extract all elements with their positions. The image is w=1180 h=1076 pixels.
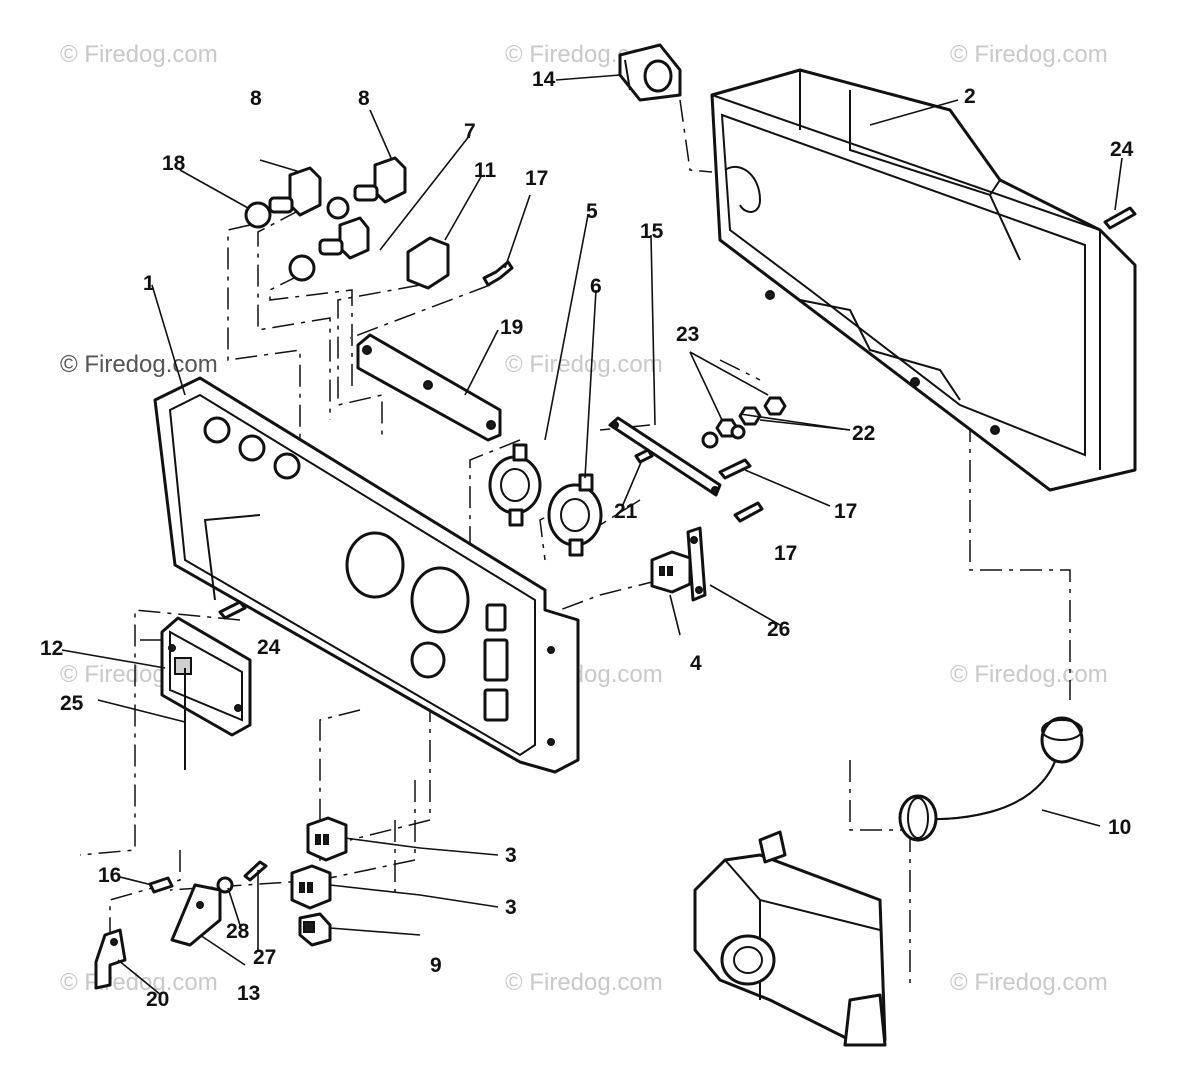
callout-3: 3	[505, 896, 517, 919]
washer-28	[216, 876, 234, 894]
callout-2: 2	[964, 85, 976, 108]
watermark: © Firedog.com	[505, 351, 663, 378]
gasket-plate-12	[160, 616, 252, 770]
callout-28: 28	[226, 920, 250, 943]
callout-18: 18	[162, 152, 186, 175]
callout-27: 27	[253, 946, 276, 969]
block-11	[406, 236, 450, 290]
callout-8: 8	[250, 87, 262, 110]
callout-labels: 1 2 3 3 4 5 6 7 8 8 9 10 11 12 13 14 15 …	[40, 68, 1134, 1011]
callout-24: 24	[257, 636, 281, 659]
watermark: © Firedog.com	[60, 351, 218, 378]
callout-26: 26	[767, 618, 790, 641]
callout-14: 14	[532, 68, 556, 91]
watermark: © Firedog.com	[60, 41, 218, 68]
callout-13: 13	[237, 982, 260, 1005]
callout-9: 9	[430, 954, 442, 977]
housing-box	[710, 68, 1137, 492]
bracket-20	[94, 928, 127, 990]
knobs	[244, 156, 407, 282]
callout-3: 3	[505, 844, 517, 867]
callout-12: 12	[40, 637, 63, 660]
callout-16: 16	[98, 864, 121, 887]
callout-6: 6	[590, 275, 602, 298]
cable-10	[898, 716, 1084, 842]
callout-23: 23	[676, 323, 699, 346]
watermark: © Firedog.com	[950, 41, 1108, 68]
watermark: © Firedog.com	[950, 969, 1108, 996]
callout-1: 1	[143, 272, 155, 295]
switch-9	[298, 912, 332, 947]
housing-cap	[693, 830, 887, 1047]
outlet-cube-4	[650, 550, 692, 594]
callout-11: 11	[474, 159, 497, 182]
callout-4: 4	[690, 652, 702, 675]
plate-26	[686, 526, 707, 602]
receptacles	[488, 443, 603, 557]
watermark: © Firedog.com	[505, 969, 663, 996]
callout-5: 5	[586, 200, 598, 223]
callout-21: 21	[614, 500, 638, 523]
callout-20: 20	[146, 988, 169, 1011]
bracket-13	[170, 883, 222, 947]
control-panel	[153, 376, 580, 774]
screws	[148, 206, 1137, 894]
watermark: © Firedog.com	[950, 661, 1108, 688]
callout-10: 10	[1108, 816, 1131, 839]
bracket-19	[356, 333, 502, 442]
outlets-3	[290, 816, 348, 910]
callout-17: 17	[774, 542, 797, 565]
callout-8: 8	[358, 87, 370, 110]
grommet-14	[618, 43, 682, 102]
callout-24: 24	[1110, 138, 1134, 161]
callout-19: 19	[500, 316, 523, 339]
strap-15	[608, 416, 722, 497]
callout-7: 7	[464, 120, 476, 143]
callout-15: 15	[640, 220, 664, 243]
callout-leaders	[61, 74, 1123, 996]
callout-17: 17	[834, 500, 857, 523]
watermark: © Firedog.com	[60, 969, 218, 996]
callout-22: 22	[852, 422, 875, 445]
callout-25: 25	[60, 692, 84, 715]
callout-17: 17	[525, 167, 548, 190]
